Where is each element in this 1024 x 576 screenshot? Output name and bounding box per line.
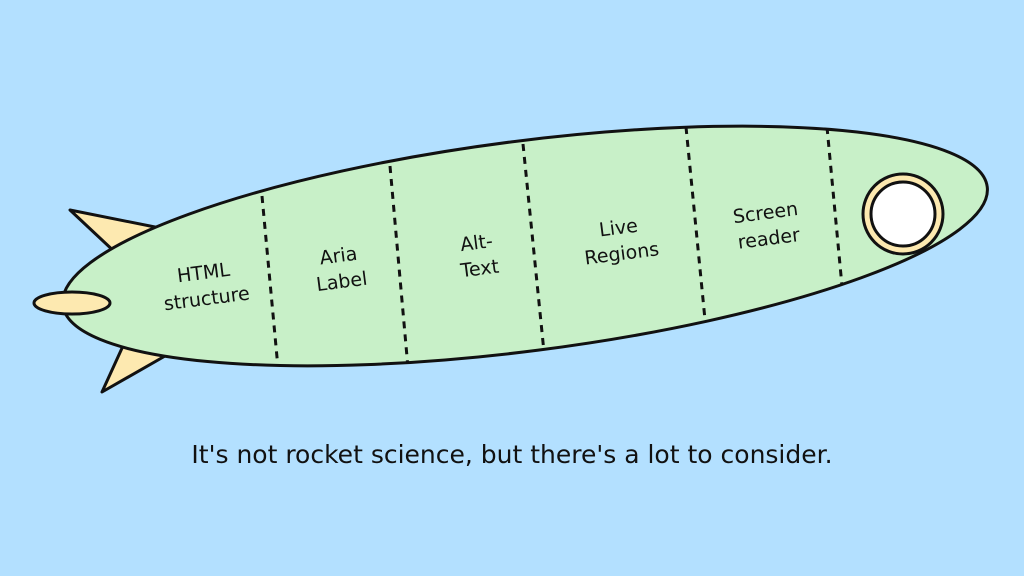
caption: It's not rocket science, but there's a l… bbox=[191, 440, 833, 469]
segment-divider bbox=[260, 195, 280, 369]
segment-label-line: Text bbox=[458, 256, 500, 283]
rocket-body bbox=[61, 124, 989, 368]
segment-label-line: Aria bbox=[318, 243, 358, 270]
segment-label: Alt- Text bbox=[458, 230, 500, 283]
porthole-glass bbox=[869, 180, 937, 248]
segment-divider bbox=[684, 126, 710, 351]
rocket-nose-tip bbox=[32, 290, 112, 316]
segment-label-line: Live bbox=[598, 215, 639, 242]
segment-divider bbox=[388, 165, 410, 369]
segment-divider bbox=[521, 143, 547, 363]
segment-label-line: Alt- bbox=[459, 230, 494, 256]
